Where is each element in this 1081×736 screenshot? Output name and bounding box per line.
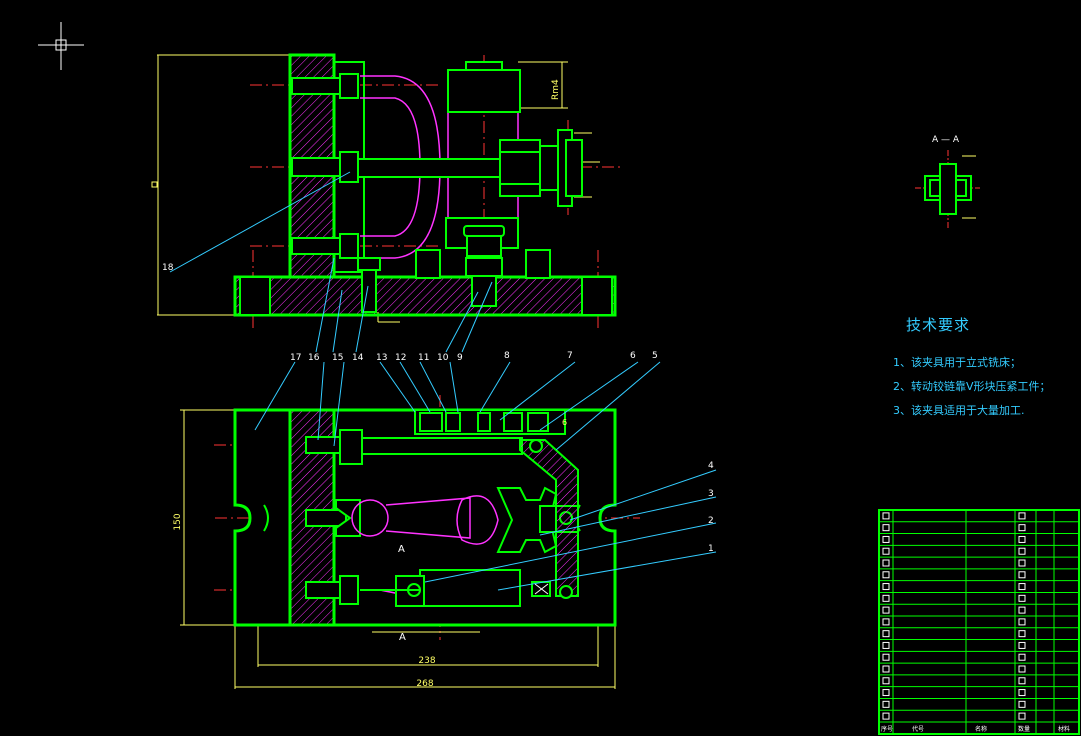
bom-quantity-marker — [1018, 630, 1026, 638]
bom-quantity-marker — [1018, 535, 1026, 543]
bom-row-marker — [882, 547, 890, 555]
balloon-16: 16 — [308, 353, 320, 363]
bom-quantity-marker — [1018, 618, 1026, 626]
bom-quantity-marker — [1018, 594, 1026, 602]
front-elevation-view: Rm4 — [151, 53, 620, 353]
bom-quantity-marker — [1018, 689, 1026, 697]
bom-row-marker — [882, 665, 890, 673]
bom-quantity-marker — [1018, 677, 1026, 685]
bom-quantity-marker — [1018, 665, 1026, 673]
dim-width-268: 268 — [416, 679, 433, 689]
dim-six: 6 — [562, 418, 567, 427]
crosshair-cursor-icon — [38, 22, 84, 70]
balloon-11: 11 — [418, 353, 429, 363]
bom-row-marker — [882, 535, 890, 543]
bom-quantity-marker — [1018, 547, 1026, 555]
bom-quantity-marker — [1018, 583, 1026, 591]
balloon-3: 3 — [708, 489, 714, 499]
bom-quantity-marker — [1018, 606, 1026, 614]
balloon-10: 10 — [437, 353, 449, 363]
bom-row-marker — [882, 512, 890, 520]
balloon-12: 12 — [395, 353, 406, 363]
section-a-a-view: A — A — [915, 135, 980, 230]
section-mark-a-top: A — [398, 544, 405, 555]
bom-row-marker — [882, 594, 890, 602]
bom-quantity-marker — [1018, 712, 1026, 720]
section-a-a-label: A — A — [932, 135, 960, 145]
bom-row-marker — [882, 618, 890, 626]
bom-row-marker — [882, 606, 890, 614]
bom-quantity-marker — [1018, 571, 1026, 579]
tech-requirement-1: 1、该夹具用于立式铣床； — [893, 356, 1021, 369]
plan-view: 150 238 268 R8 — [173, 361, 717, 689]
bom-quantity-marker — [1018, 653, 1026, 661]
balloon-15: 15 — [332, 353, 343, 363]
bill-of-materials-table: 序号 代号 名称 数量 材料 — [878, 509, 1080, 735]
bom-row-marker — [882, 630, 890, 638]
bom-row-marker — [882, 677, 890, 685]
bom-quantity-marker — [1018, 512, 1026, 520]
balloon-4: 4 — [708, 461, 714, 471]
bom-row-marker — [882, 571, 890, 579]
bom-footer-label: 代号 — [912, 725, 924, 733]
bom-row-marker — [882, 700, 890, 708]
bom-row-marker — [882, 712, 890, 720]
bom-quantity-marker — [1018, 524, 1026, 532]
bom-quantity-marker — [1018, 641, 1026, 649]
bom-row-marker — [882, 689, 890, 697]
balloon-7: 7 — [567, 351, 573, 361]
bom-row-marker — [882, 641, 890, 649]
balloon-17: 17 — [290, 353, 301, 363]
balloon-2: 2 — [708, 516, 714, 526]
tech-requirement-3: 3、该夹具适用于大量加工. — [893, 404, 1025, 417]
tech-requirements-title: 技术要求 — [906, 316, 971, 334]
bom-footer-label: 序号 — [881, 725, 893, 733]
balloon-8: 8 — [504, 351, 510, 361]
bom-row-marker — [882, 524, 890, 532]
balloon-1: 1 — [708, 544, 714, 554]
bom-row-marker — [882, 559, 890, 567]
bom-quantity-marker — [1018, 700, 1026, 708]
balloon-5: 5 — [652, 351, 658, 361]
bom-footer-label: 名称 — [975, 725, 987, 733]
dim-width-238: 238 — [418, 656, 435, 666]
balloon-9: 9 — [457, 353, 463, 363]
bom-row-marker — [882, 583, 890, 591]
bom-footer-label: 材料 — [1058, 725, 1070, 733]
section-mark-a-bottom: A — [399, 632, 406, 643]
balloon-14: 14 — [352, 353, 364, 363]
balloon-18: 18 — [162, 263, 174, 273]
bom-quantity-marker — [1018, 559, 1026, 567]
bom-footer-label: 数量 — [1018, 725, 1030, 733]
bom-row-marker — [882, 653, 890, 661]
tech-requirement-2: 2、转动铰链靠V形块压紧工件； — [893, 380, 1051, 393]
dim-small-top: Rm4 — [551, 79, 561, 100]
balloon-13: 13 — [376, 353, 387, 363]
dim-height-150: 150 — [173, 513, 183, 530]
balloon-6: 6 — [630, 351, 636, 361]
